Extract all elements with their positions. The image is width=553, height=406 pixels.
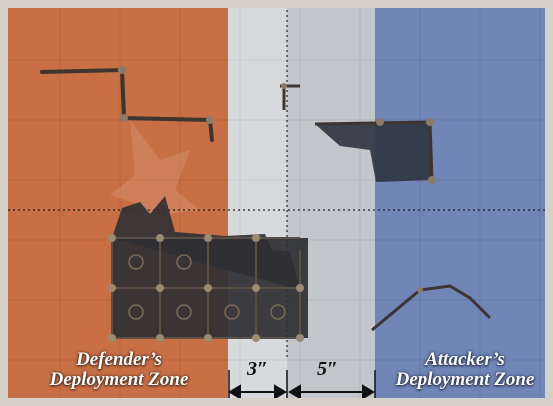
defender-zone-label-line2: Deployment Zone [14,370,224,390]
ruin-wall-centre-top [280,83,300,110]
attacker-zone-label: Attacker’s Deployment Zone [380,350,550,390]
defender-zone-label-line1: Defender’s [14,350,224,370]
ruin-block-attacker [315,118,436,184]
measure-arrow-5-inch [290,386,373,398]
ruin-wall-bottom-right [372,286,490,330]
attacker-zone-label-line1: Attacker’s [380,350,550,370]
measurement-3-inch: 3″ [247,358,268,381]
measurement-5-inch: 5″ [317,358,338,381]
ruin-block-defender [108,196,308,342]
attacker-zone-label-line2: Deployment Zone [380,370,550,390]
ruin-wall-top-left [42,66,214,140]
measure-arrow-3-inch [230,386,285,398]
defender-zone-label: Defender’s Deployment Zone [14,350,224,390]
